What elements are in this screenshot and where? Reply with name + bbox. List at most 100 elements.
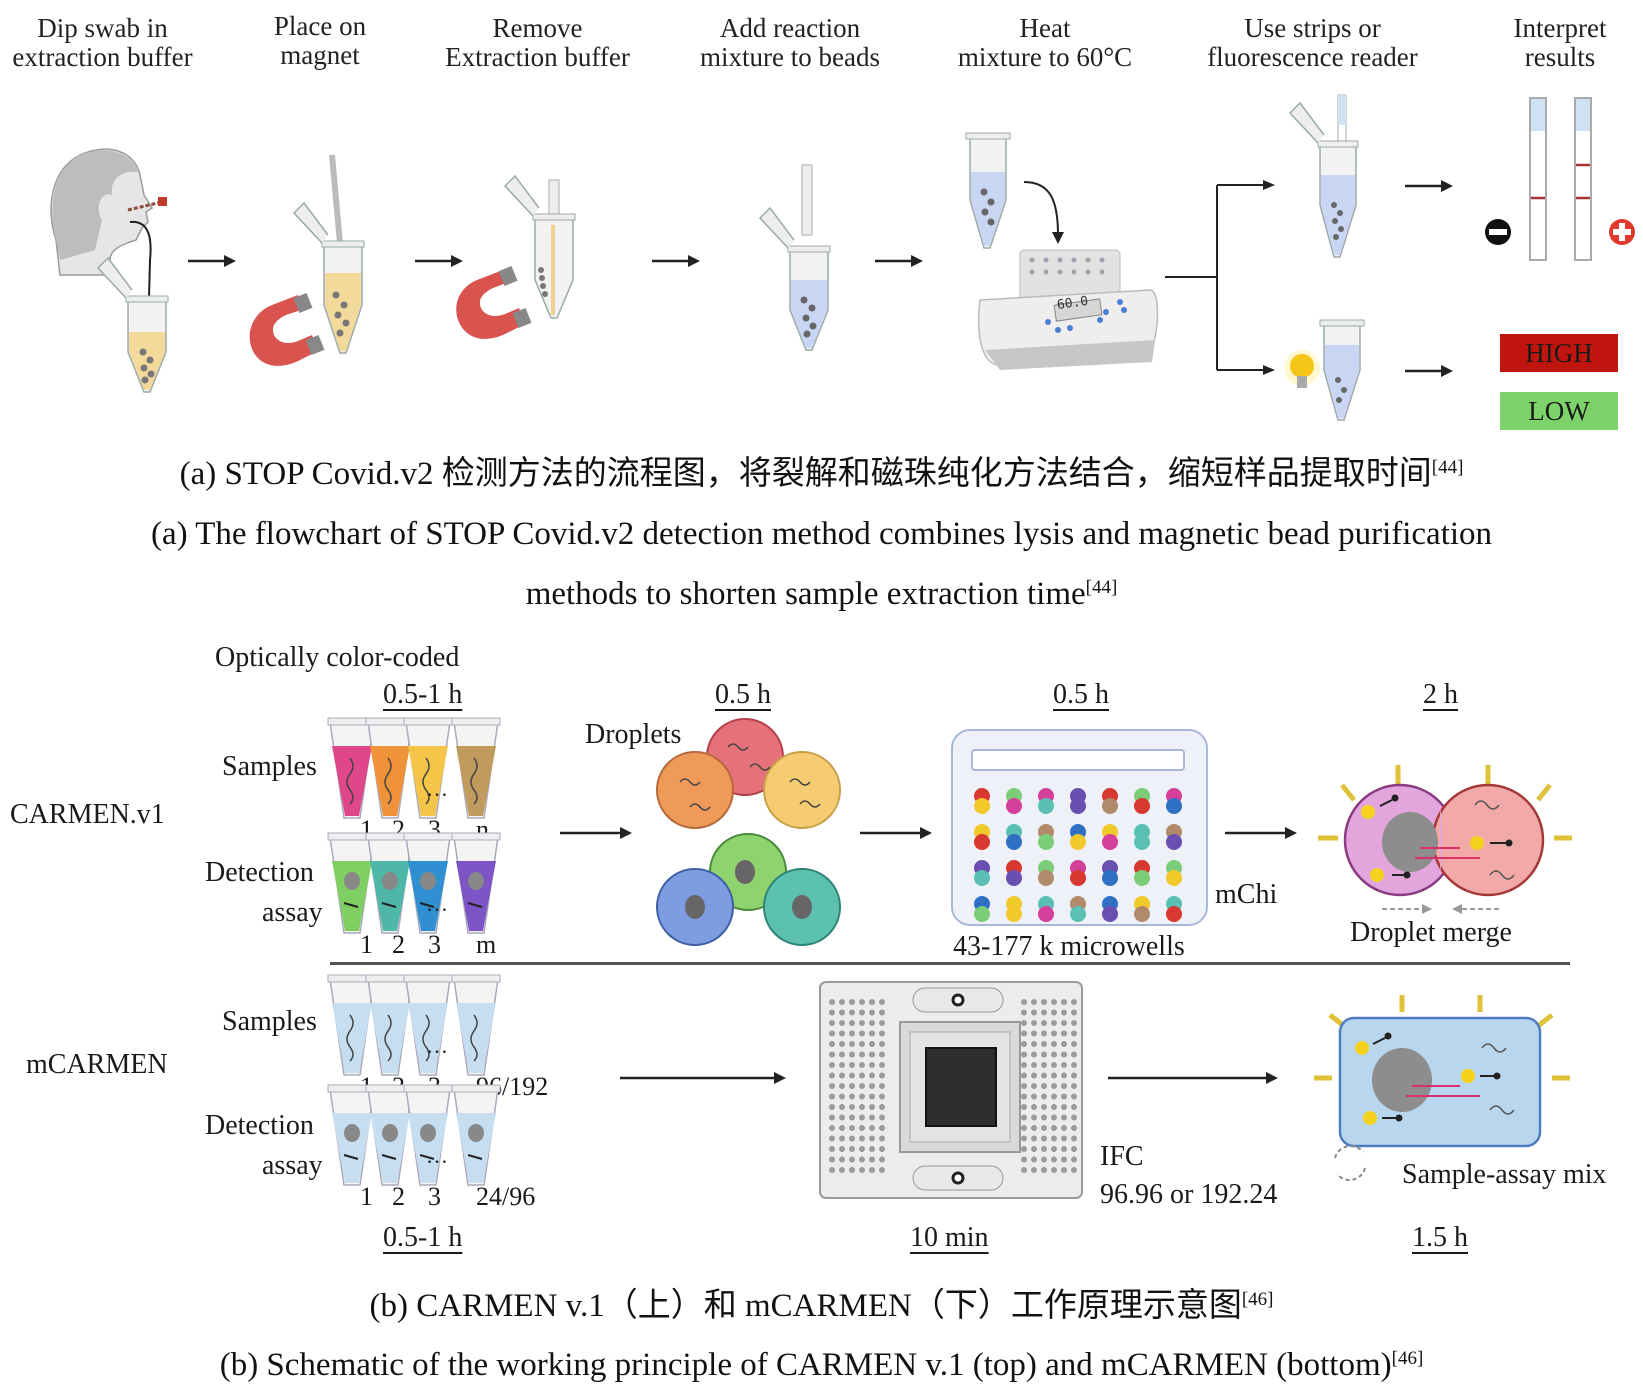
mcarmen-assay-label: assay [262,1150,323,1181]
mix-well [1338,1016,1542,1148]
tube-icon [292,201,365,354]
strip-tube-illustration [1288,94,1359,258]
caption-a-cn: (a) STOP Covid.v2 检测方法的流程图，将裂解和磁珠纯化方法结合，… [0,456,1643,492]
reaction-tube-illustration [758,164,831,351]
low-result-box: LOW [1500,392,1618,430]
reference-marker: [46] [1241,1289,1274,1310]
caption-text: (a) The flowchart of STOP Covid.v2 detec… [150,516,1493,552]
microwell-droplet-pair [1102,860,1118,886]
flow-arrow [1405,365,1453,377]
step-label-line: Interpret [1513,13,1607,43]
microwell-droplet-pair [1166,788,1182,814]
carmen-detection-label: Detection [205,857,314,888]
step-label-line: extraction buffer [12,42,193,72]
assay-index: 1 [360,930,373,959]
microwell-droplet-pair [1038,896,1054,922]
microwell-droplet-pair [1070,860,1086,886]
assay-index: 1 [360,1182,373,1211]
microwell-droplet-pair [1038,860,1054,886]
tube-icon [1288,101,1359,258]
negative-strip [1529,97,1547,261]
flow-arrow [560,827,632,839]
microwell-droplet-pair [1166,824,1182,850]
sample-tube [327,717,377,819]
tube-icon [1319,319,1365,421]
step-label-line: Remove [492,13,583,43]
arrow-icon [1023,181,1059,236]
light-bulb-icon [1284,350,1320,388]
microwell-droplet-pair [1166,860,1182,886]
tube-icon [758,206,831,351]
assay-tube [365,1084,415,1186]
heater-display [1053,298,1103,322]
caption-text: (b) Schematic of the working principle o… [219,1347,1392,1383]
assay-index: 24/96 [476,1182,535,1211]
assay-tube [365,832,415,934]
remove-buffer-illustration [456,174,576,339]
sample-tube [403,717,453,819]
step-label-line: magnet [280,40,360,70]
mcarmen-detection-label: Detection [205,1110,314,1141]
sample-tube [365,717,415,819]
test-strips [1485,97,1635,261]
microwell-droplet-pair [974,896,990,922]
flow-arrow [652,255,700,267]
assay-index: 3 [428,930,441,959]
flow-arrow [1225,827,1297,839]
droplet-merge-label: Droplet merge [1350,917,1512,948]
microwell-droplet-pair [974,788,990,814]
color-coded-header: Optically color-coded [215,642,460,673]
fluorescence-tube-illustration [1284,319,1365,421]
mcarmen-prep-time: 0.5-1 h [383,1222,463,1253]
flow-arrow [1108,1072,1278,1084]
droplets-label: Droplets [585,719,682,750]
reference-marker: [46] [1391,1348,1424,1369]
heat-block-illustration [965,132,1159,370]
reference-marker: [44] [1431,457,1464,478]
ifc-chip [819,981,1083,1199]
step-label-line: Add reaction [719,13,861,43]
step-label-line: Use strips or [1244,13,1381,43]
droplet-yellow [763,751,841,829]
reference-marker: [44] [1085,577,1118,598]
assay-tube [327,1084,377,1186]
caption-text: (a) STOP Covid.v2 检测方法的流程图，将裂解和磁珠纯化方法结合，… [179,456,1432,492]
microwell-droplet-pair [1038,788,1054,814]
carmen-assay-label: assay [262,897,323,928]
high-result-box: HIGH [1500,334,1618,372]
step-label-line: Extraction buffer [445,42,630,72]
sample-tube [451,974,501,1076]
caption-text: methods to shorten sample extraction tim… [525,576,1086,612]
step-label-line: Place on [273,11,367,41]
microwell-droplet-pair [1006,824,1022,850]
mix-time: 1.5 h [1412,1222,1468,1253]
tube-icon [503,174,576,319]
caption-text: (b) CARMEN v.1（上）和 mCARMEN（下）工作原理示意图 [369,1288,1242,1324]
assay-index: 2 [392,930,405,959]
droplets-illustration [656,718,841,946]
flow-arrow [188,255,236,267]
ellipsis-marker: … [426,776,448,801]
tube-icon [965,132,1011,249]
carmen-samples-label: Samples [222,751,317,782]
sample-assay-mix-label: Sample-assay mix [1402,1159,1607,1190]
step-label-line: mixture to 60°C [957,42,1133,72]
flow-arrow [620,1072,786,1084]
sample-tube [365,974,415,1076]
microwell-droplet-pair [1166,896,1182,922]
arrow-icon [129,220,152,336]
plus-circle-icon [1609,219,1635,245]
step-label-line: mixture to beads [700,42,880,72]
assay-tube [451,1084,501,1186]
tube-icon [96,256,169,393]
droplet-merge-illustration [1318,765,1572,914]
flow-arrow [1405,180,1453,192]
carmen-prep-time: 0.5-1 h [383,679,463,710]
merge-time: 2 h [1423,679,1458,710]
